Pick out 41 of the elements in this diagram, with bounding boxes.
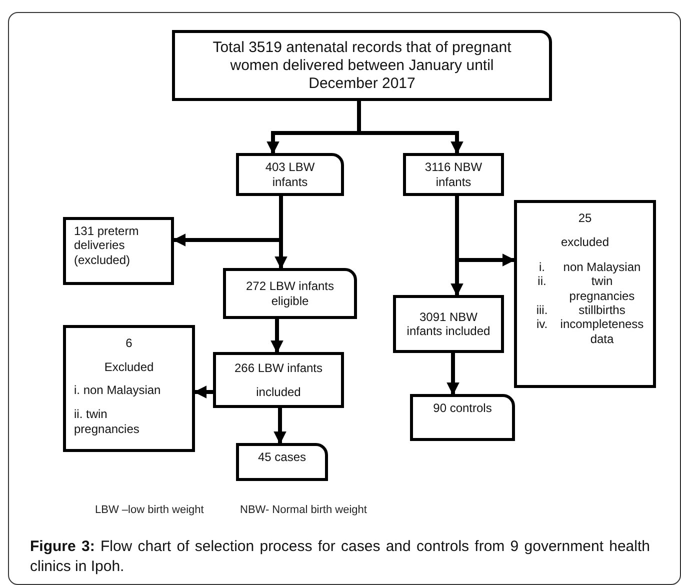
arrow xyxy=(270,319,284,354)
process-box xyxy=(63,217,174,285)
box-heading: Excluded xyxy=(103,360,155,375)
process-box xyxy=(172,30,552,101)
list-numeral: iv. xyxy=(535,317,549,334)
process-box xyxy=(393,295,504,353)
box-text: 272 LBW infants eligible xyxy=(244,279,336,308)
box-text: 131 preterm deliveries (excluded) xyxy=(74,224,140,268)
box-heading: 25 xyxy=(577,211,593,226)
list-item-text: incompleteness data xyxy=(559,317,645,346)
box-text: 45 cases xyxy=(256,450,308,464)
list-numeral: iii. xyxy=(535,302,549,318)
arrow xyxy=(274,408,286,444)
figure-caption: Figure 3: Flow chart of selection process for cases and controls from 9 government health clinics in Ipoh. xyxy=(30,537,650,576)
box-heading: excluded xyxy=(560,235,610,250)
process-box xyxy=(236,443,328,481)
list-numeral: ii. xyxy=(536,274,548,290)
process-box xyxy=(236,153,344,196)
box-text: 3091 NBW infants included xyxy=(406,310,492,338)
notes-text: LBW –low birth weight xyxy=(95,504,204,516)
box-text: 403 LBW infants xyxy=(264,160,316,189)
list-numeral: i. xyxy=(538,260,546,274)
process-box xyxy=(63,325,195,452)
arrow xyxy=(194,386,213,398)
box-text: included xyxy=(255,385,302,400)
list-item-text: i. non Malaysian xyxy=(74,382,162,398)
list-item-text: non Malaysian xyxy=(562,260,642,274)
box-text: 90 controls xyxy=(432,401,493,416)
process-box xyxy=(410,394,515,441)
process-box xyxy=(403,153,504,196)
notes-text: NBW- Normal birth weight xyxy=(240,504,367,516)
list-item-text: stillbirths xyxy=(578,302,626,318)
list-item-text: ii. twin pregnancies xyxy=(74,407,140,436)
process-box xyxy=(213,352,344,408)
process-box xyxy=(514,200,656,388)
box-text: 266 LBW infants xyxy=(233,360,324,375)
box-text: Total 3519 antenatal records that of pregnant women delivered between January until December 2017 xyxy=(212,38,512,92)
arrow xyxy=(446,353,460,396)
box-text: 3116 NBW infants xyxy=(424,160,484,189)
process-box xyxy=(223,268,357,319)
box-heading: 6 xyxy=(124,336,134,350)
